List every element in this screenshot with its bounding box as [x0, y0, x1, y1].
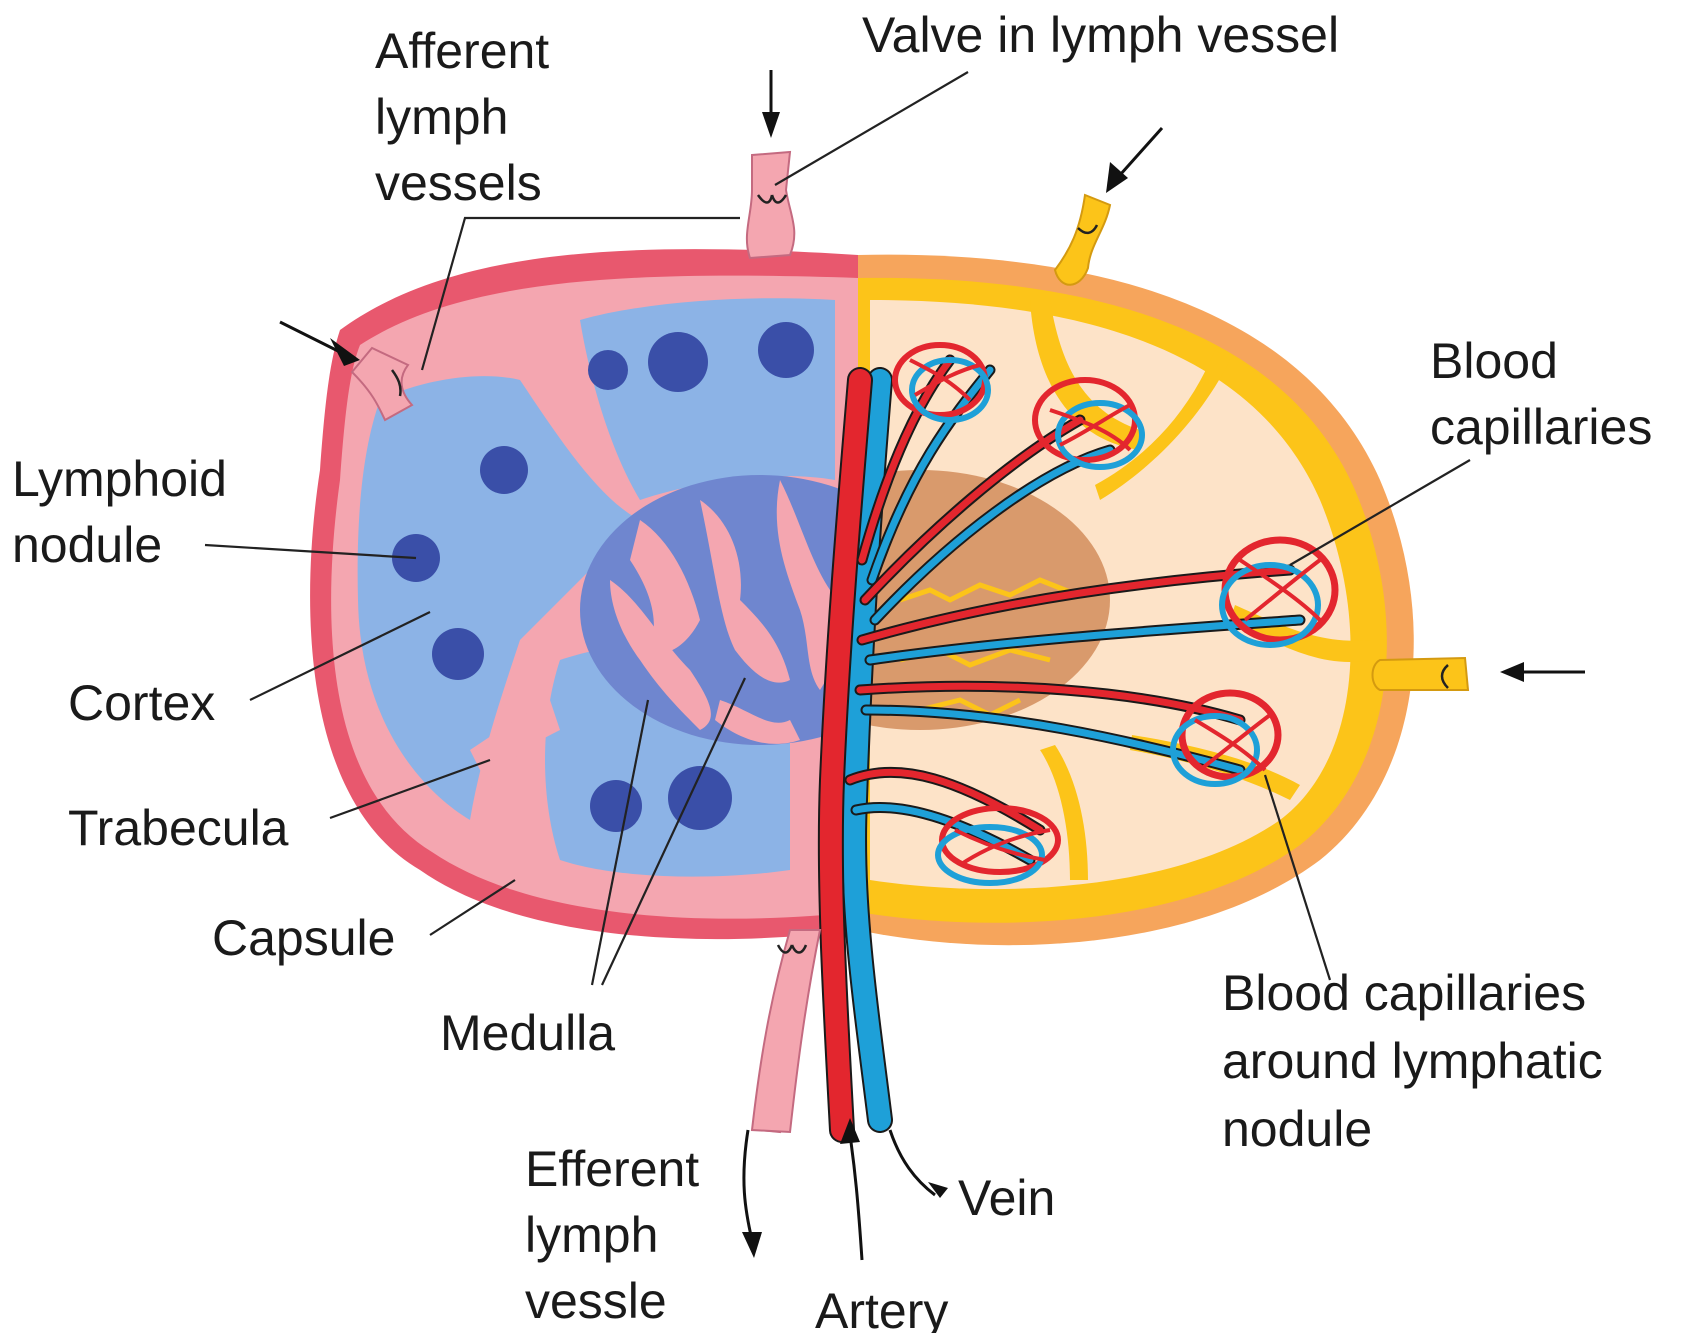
label-capsule: Capsule	[212, 910, 395, 966]
afferent-vessel-right-top	[1055, 195, 1110, 285]
label-afferent-line2: lymph	[375, 89, 508, 145]
label-lymphoid-nodule-line2: nodule	[12, 517, 162, 573]
label-around-nodule-line3: nodule	[1222, 1101, 1372, 1157]
label-valve: Valve in lymph vessel	[862, 7, 1339, 63]
label-vein: Vein	[958, 1170, 1055, 1226]
label-blood-capillaries-line2: capillaries	[1430, 399, 1652, 455]
label-afferent-line3: vessels	[375, 155, 542, 211]
label-trabecula: Trabecula	[68, 800, 289, 856]
lymphoid-nodule	[758, 322, 814, 378]
label-lymphoid-nodule-line1: Lymphoid	[12, 451, 227, 507]
afferent-vessel-right-side	[1373, 658, 1469, 690]
label-cortex: Cortex	[68, 675, 215, 731]
lymphoid-nodule	[432, 628, 484, 680]
label-blood-capillaries-line1: Blood	[1430, 333, 1558, 389]
afferent-vessel-top	[747, 152, 794, 258]
label-around-nodule-line1: Blood capillaries	[1222, 965, 1586, 1021]
lymphoid-nodule	[588, 350, 628, 390]
lymphoid-nodule	[480, 446, 528, 494]
label-efferent-line3: vessle	[525, 1273, 667, 1329]
label-around-nodule-line2: around lymphatic	[1222, 1033, 1603, 1089]
label-efferent-line2: lymph	[525, 1207, 658, 1263]
label-artery: Artery	[815, 1283, 948, 1333]
label-afferent-line1: Afferent	[375, 23, 549, 79]
lymphoid-nodule	[590, 780, 642, 832]
label-medulla: Medulla	[440, 1005, 615, 1061]
lymphoid-nodule	[648, 332, 708, 392]
label-efferent-line1: Efferent	[525, 1141, 699, 1197]
